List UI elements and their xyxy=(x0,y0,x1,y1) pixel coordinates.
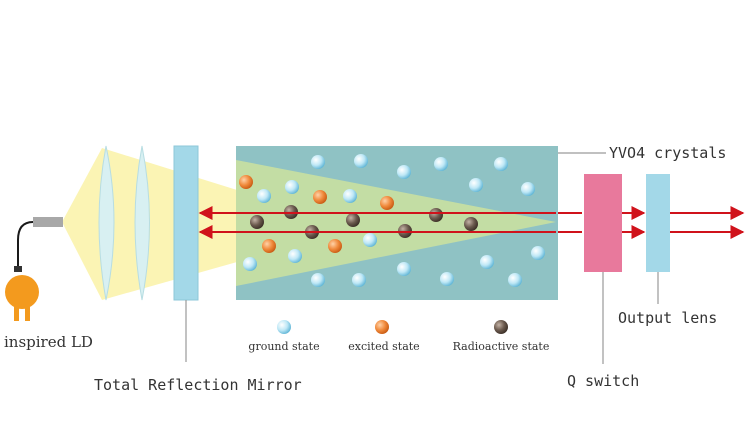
focus-lens-2 xyxy=(134,145,150,301)
diode-pin-right xyxy=(25,307,30,321)
output-lens-label: Output lens xyxy=(618,309,717,327)
ground-particle xyxy=(508,273,522,287)
ground-particle xyxy=(521,182,535,196)
excited-state-particles xyxy=(239,175,394,253)
ground-particle xyxy=(311,155,325,169)
q-switch xyxy=(584,174,622,272)
crystal-label: YVO4 crystals xyxy=(609,144,726,162)
diode-wire xyxy=(17,221,34,268)
ground-state-particles xyxy=(243,154,545,287)
output-lens xyxy=(646,174,670,272)
laser-diode xyxy=(5,217,63,321)
orange-circle-with-plug-icon xyxy=(5,275,39,309)
ground-particle xyxy=(285,180,299,194)
legend-ground-label: ground state xyxy=(248,340,319,353)
radioactive-particle xyxy=(250,215,264,229)
radioactive-state-particles xyxy=(250,205,478,239)
radioactive-particle xyxy=(429,208,443,222)
legend: ground state excited state Radioactive s… xyxy=(248,320,549,353)
ground-particle xyxy=(397,262,411,276)
ground-particle xyxy=(434,157,448,171)
legend-radioactive-label: Radioactive state xyxy=(453,340,550,353)
q-switch-label: Q switch xyxy=(567,372,639,390)
ground-particle xyxy=(494,157,508,171)
ground-particle xyxy=(480,255,494,269)
excited-particle xyxy=(313,190,327,204)
mirror-label: Total Reflection Mirror xyxy=(94,376,302,394)
laser-beams xyxy=(198,206,745,239)
ground-particle xyxy=(343,189,357,203)
ground-particle xyxy=(469,178,483,192)
ground-particle xyxy=(363,233,377,247)
excited-particle xyxy=(239,175,253,189)
excited-particle xyxy=(262,239,276,253)
ld-label: inspired LD xyxy=(4,333,93,351)
diode-connector xyxy=(14,266,22,272)
legend-excited-label: excited state xyxy=(348,340,419,353)
ground-particle xyxy=(257,189,271,203)
legend-radioactive-marker xyxy=(494,320,508,334)
ground-particle xyxy=(440,272,454,286)
focus-lens-1 xyxy=(98,145,115,301)
radioactive-particle xyxy=(464,217,478,231)
diode-emitter xyxy=(33,217,63,227)
ground-particle xyxy=(397,165,411,179)
ground-particle xyxy=(531,246,545,260)
ground-particle xyxy=(243,257,257,271)
ground-particle xyxy=(354,154,368,168)
diode-pin-left xyxy=(14,307,19,321)
ground-particle xyxy=(288,249,302,263)
radioactive-particle xyxy=(346,213,360,227)
ground-particle xyxy=(352,273,366,287)
ground-particle xyxy=(311,273,325,287)
legend-ground-marker xyxy=(277,320,291,334)
total-reflection-mirror xyxy=(173,145,199,301)
excited-particle xyxy=(380,196,394,210)
excited-particle xyxy=(328,239,342,253)
legend-excited-marker xyxy=(375,320,389,334)
